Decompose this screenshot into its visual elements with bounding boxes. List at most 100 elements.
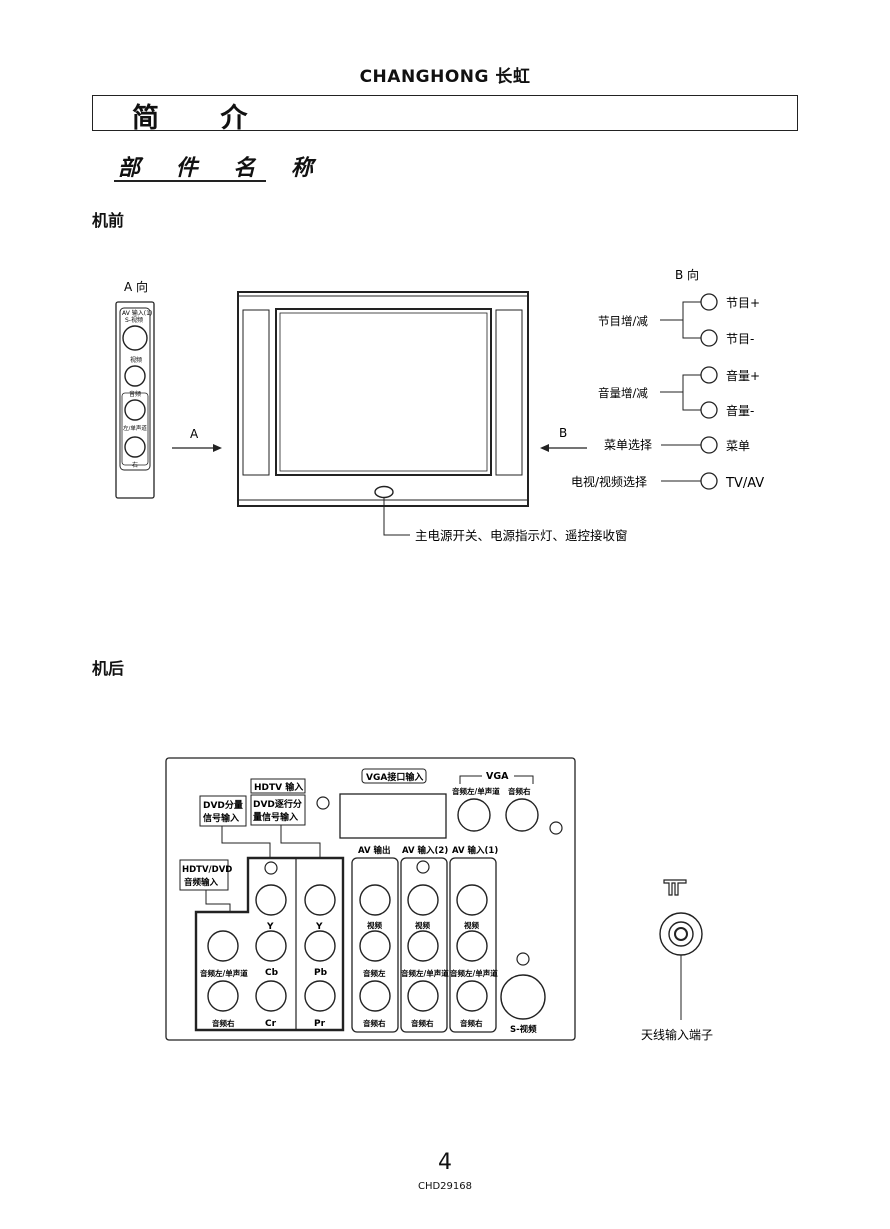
cr-label: Cr <box>265 1019 277 1029</box>
page-title: 简 介 <box>132 103 274 134</box>
title-box <box>92 95 798 131</box>
antenna-jack <box>659 912 703 956</box>
s-video-jack <box>500 974 546 1020</box>
channel-down-button <box>700 329 718 347</box>
rear-panel <box>165 757 576 1041</box>
screw-hole <box>516 952 530 966</box>
vga-audio-r-label: 音频右 <box>508 786 531 796</box>
dvd-component-label-box <box>199 795 247 827</box>
tv-screen <box>275 308 492 476</box>
hdtv-dvd-audio-label-box <box>179 859 229 891</box>
cr-jack <box>255 980 287 1012</box>
vga-audio-r-jack <box>505 798 539 832</box>
side-a-label: A 向 <box>124 279 148 294</box>
hdtv-input-label: HDTV 输入 <box>254 781 303 793</box>
av-out-video-label: 视频 <box>367 920 382 930</box>
vga-audio-l-label: 音频左/单声道 <box>452 786 500 796</box>
side-a-jack-label: S-视频 <box>125 316 143 324</box>
pr-jack <box>304 980 336 1012</box>
av-in1-video-jack <box>456 884 488 916</box>
av-in2-audio-l-label: 音频左/单声道 <box>401 968 449 978</box>
volume-up-label: 音量+ <box>726 368 760 383</box>
av-out-column <box>351 857 399 1033</box>
dvd-progressive-label: 量信号输入 <box>253 811 298 823</box>
av-in2-video-label: 视频 <box>415 920 430 930</box>
tvav-label: TV/AV <box>725 476 764 491</box>
pb-label: Pb <box>314 968 328 978</box>
cb-jack <box>255 930 287 962</box>
dvd-component-label: DVD分量 <box>203 799 243 811</box>
av-in1-column <box>449 857 497 1033</box>
hdtv-audio-r-label: 音频右 <box>212 1018 235 1028</box>
hdtv-audio-l-label: 音频左/单声道 <box>200 968 248 978</box>
side-b-label: B 向 <box>675 267 699 282</box>
vga-audio-l-jack <box>457 798 491 832</box>
menu-group-label: 菜单选择 <box>604 438 652 452</box>
pr-label: Pr <box>314 1019 326 1029</box>
arrow-b-label: B <box>559 426 567 440</box>
document-code: CHD29168 <box>417 1181 472 1192</box>
channel-group-label: 节目增/减 <box>598 314 648 328</box>
y-jack <box>255 884 287 916</box>
side-a-jack-label: 音频 <box>129 390 141 398</box>
subtitle-underline <box>114 180 266 182</box>
video-jack <box>124 365 146 387</box>
volume-group-label: 音量增/减 <box>598 386 648 400</box>
right-speaker <box>495 309 523 476</box>
side-a-jack-label: 视频 <box>130 356 142 364</box>
y2-label: Y <box>315 922 323 932</box>
channel-up-label: 节目+ <box>726 296 760 310</box>
av-in1-audio-l-jack <box>456 930 488 962</box>
volume-down-button <box>700 401 718 419</box>
av-in2-audio-r-label: 音频右 <box>411 1018 434 1028</box>
page-number: 4 <box>438 1150 452 1175</box>
vga-input-label-box <box>361 768 427 784</box>
section-subtitle: 部 件 名 称 <box>118 155 327 181</box>
brand-logo: CHANGHONG 长虹 <box>359 67 531 87</box>
audio-r-jack <box>124 436 146 458</box>
av-out-label: AV 输出 <box>358 845 391 856</box>
hdtv-dvd-audio-label: HDTV/DVD <box>182 865 232 875</box>
av-in1-video-label: 视频 <box>464 920 479 930</box>
av-in1-audio-l-label: 音频左/单声道 <box>450 968 498 978</box>
av-out-video-jack <box>359 884 391 916</box>
side-a-jack-label: 左/单声道 <box>123 424 147 432</box>
dvd-progressive-label: DVD逐行分 <box>253 798 302 810</box>
audio-l-jack <box>124 399 146 421</box>
power-caption: 主电源开关、电源指示灯、遥控接收窗 <box>415 528 628 543</box>
screw-hole <box>549 821 563 835</box>
antenna-label: 天线输入端子 <box>641 1027 713 1042</box>
dvd-component-label: 信号输入 <box>203 812 239 824</box>
y2-jack <box>304 884 336 916</box>
screw-hole <box>264 861 278 875</box>
side-a-jack-label: 右 <box>132 461 138 469</box>
s-video-label: S-视频 <box>510 1024 537 1035</box>
dvd-progressive-label-box <box>250 794 306 826</box>
front-heading: 机前 <box>92 211 125 230</box>
av-in2-label: AV 输入(2) <box>402 845 448 856</box>
menu-button <box>700 436 718 454</box>
hdtv-audio-r-jack <box>207 980 239 1012</box>
volume-down-label: 音量- <box>726 403 754 418</box>
hdtv-audio-l-jack <box>207 930 239 962</box>
left-speaker <box>242 309 270 476</box>
av-in2-video-jack <box>407 884 439 916</box>
av-in2-audio-r-jack <box>407 980 439 1012</box>
screw-hole <box>416 860 430 874</box>
tvav-group-label: 电视/视频选择 <box>571 474 647 489</box>
arrow-a-label: A <box>190 427 199 441</box>
side-a-jack-label: AV 输入(1) <box>122 309 152 317</box>
tv-body <box>237 291 529 507</box>
hdtv-dvd-audio-label: 音频输入 <box>184 877 219 888</box>
av-in2-column <box>400 857 448 1033</box>
av-in1-audio-r-label: 音频右 <box>460 1018 483 1028</box>
vga-port <box>339 793 447 839</box>
av-out-audio-r-jack <box>359 980 391 1012</box>
hdtv-input-label-box <box>250 778 306 794</box>
cb-label: Cb <box>265 968 279 978</box>
vga-input-label: VGA接口输入 <box>366 771 423 783</box>
av-out-audio-r-label: 音频右 <box>363 1018 386 1028</box>
channel-up-button <box>700 293 718 311</box>
tvav-button <box>700 472 718 490</box>
